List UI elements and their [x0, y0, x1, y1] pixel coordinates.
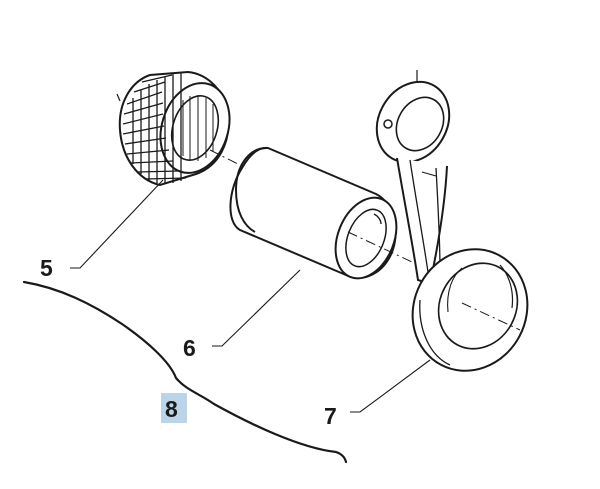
needle-bearing — [116, 70, 231, 187]
assembly-bracket — [22, 280, 348, 464]
callout-6: 6 — [183, 335, 196, 361]
connecting-rod — [375, 70, 529, 372]
assembly-axis — [209, 149, 521, 331]
leader-line-6 — [212, 269, 301, 347]
leader-lines — [70, 179, 431, 413]
callout-8-highlight — [161, 393, 187, 423]
leader-line-7 — [350, 359, 431, 413]
callout-8: 8 — [165, 396, 178, 422]
leader-line-5 — [70, 179, 164, 269]
piston-pin — [229, 146, 398, 280]
callout-5: 5 — [40, 255, 53, 281]
callout-7: 7 — [324, 403, 337, 429]
